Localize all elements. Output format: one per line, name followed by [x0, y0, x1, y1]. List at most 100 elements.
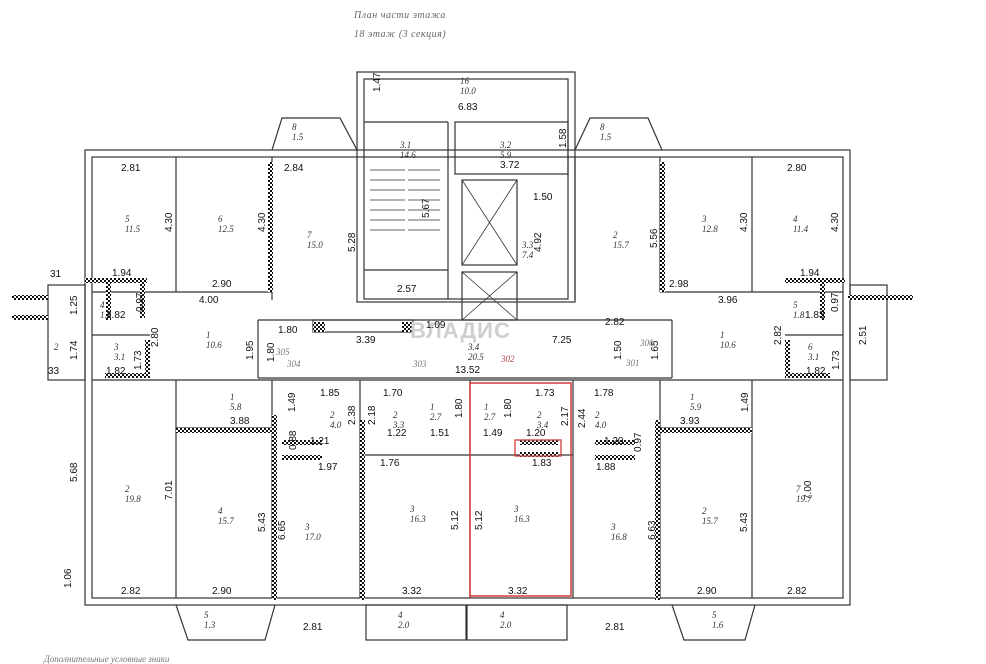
dim-label: 1.80: [278, 325, 298, 336]
dim-label: 5.12: [474, 510, 485, 530]
dim-top-room-w: 6.83: [458, 102, 478, 113]
dim-label: 3.93: [680, 416, 700, 427]
apartment-number-304: 304: [286, 359, 301, 369]
apartment-numbers: 305 304 303 302 300 301: [275, 338, 654, 369]
dim-label: 1.80: [266, 342, 277, 362]
dim-label: 2.82: [773, 325, 784, 345]
dim-label: 1.25: [69, 295, 80, 315]
dim-label: 4.00: [199, 295, 219, 306]
dim-label: 1.21: [310, 436, 330, 447]
dim-label: 1.09: [426, 320, 446, 331]
dim-label: 2.18: [367, 405, 378, 425]
dim-label: 1.49: [483, 428, 503, 439]
dim-label: 4.30: [739, 212, 750, 232]
dim-label: 2.82: [787, 586, 807, 597]
dim-label: 0.97: [135, 292, 146, 312]
dim-label: 6.63: [647, 520, 658, 540]
dim-label: 1.80: [503, 398, 514, 418]
dim-label: 1.83: [532, 458, 552, 469]
dim-label: 5.12: [450, 510, 461, 530]
watermark: ВЛАДИС: [410, 318, 511, 343]
hatched-walls: [12, 162, 913, 600]
dim-label: 1.73: [133, 350, 144, 370]
dim-label: 2.82: [605, 317, 625, 328]
dim-label: 1.70: [383, 388, 403, 399]
dim-lift-hall-h: 1.58: [558, 128, 569, 148]
dim-label: 2.38: [347, 405, 358, 425]
dim-label: 2.17: [560, 406, 571, 426]
dim-label: 1.88: [596, 462, 616, 473]
dim-label: 31: [50, 269, 62, 280]
apartment-number-302: 302: [500, 354, 515, 364]
dim-top-room-h: 1.47: [372, 72, 383, 92]
dim-label: 4.30: [830, 212, 841, 232]
dim-label: 2.90: [697, 586, 717, 597]
dim-label: 1.82: [806, 366, 826, 377]
dim-label: 2.44: [577, 408, 588, 428]
dim-label: 1.94: [112, 268, 132, 279]
apartment-number-303: 303: [412, 359, 427, 369]
dim-label: 2.98: [669, 279, 689, 290]
dim-label: 4.30: [257, 212, 268, 232]
dim-label: 1.65: [650, 340, 661, 360]
dim-stair-w: 2.57: [397, 284, 417, 295]
dim-label: 1.76: [380, 458, 400, 469]
dim-label: 3.88: [230, 416, 250, 427]
dim-label: 2.81: [121, 163, 141, 174]
dim-label: 33: [48, 366, 60, 377]
apartment-number-301: 301: [625, 358, 640, 368]
dim-label: 5.28: [347, 232, 358, 252]
dim-label: 1.97: [318, 462, 338, 473]
plan-title: План части этажа: [354, 10, 446, 21]
dim-label: 1.73: [831, 350, 842, 370]
dim-label: 1.80: [454, 398, 465, 418]
dim-label: 1.51: [430, 428, 450, 439]
dim-lift-h: 4.92: [533, 232, 544, 252]
dim-label: 1.73: [535, 388, 555, 399]
dim-label: 1.95: [245, 340, 256, 360]
dim-label: 2.80: [150, 327, 161, 347]
stair-steps: [370, 169, 440, 231]
dim-label: 0.97: [830, 292, 841, 312]
legend-note: Дополнительные условные знаки: [44, 654, 170, 664]
dim-label: 1.49: [287, 392, 298, 412]
dim-label: 2.82: [121, 586, 141, 597]
apartment-number-300: 300: [639, 338, 654, 348]
dim-label: 2.90: [212, 586, 232, 597]
dim-label: 4.30: [164, 212, 175, 232]
selected-apartment-outline[interactable]: [469, 382, 572, 597]
dim-label: 2.84: [284, 163, 304, 174]
dim-label: 3.39: [356, 335, 376, 346]
dim-label: 3.32: [402, 586, 422, 597]
dim-label: 7.01: [164, 480, 175, 500]
dim-label: 1.22: [387, 428, 407, 439]
dim-stair-h: 5.67: [421, 198, 432, 218]
dim-label: 5.56: [649, 228, 660, 248]
